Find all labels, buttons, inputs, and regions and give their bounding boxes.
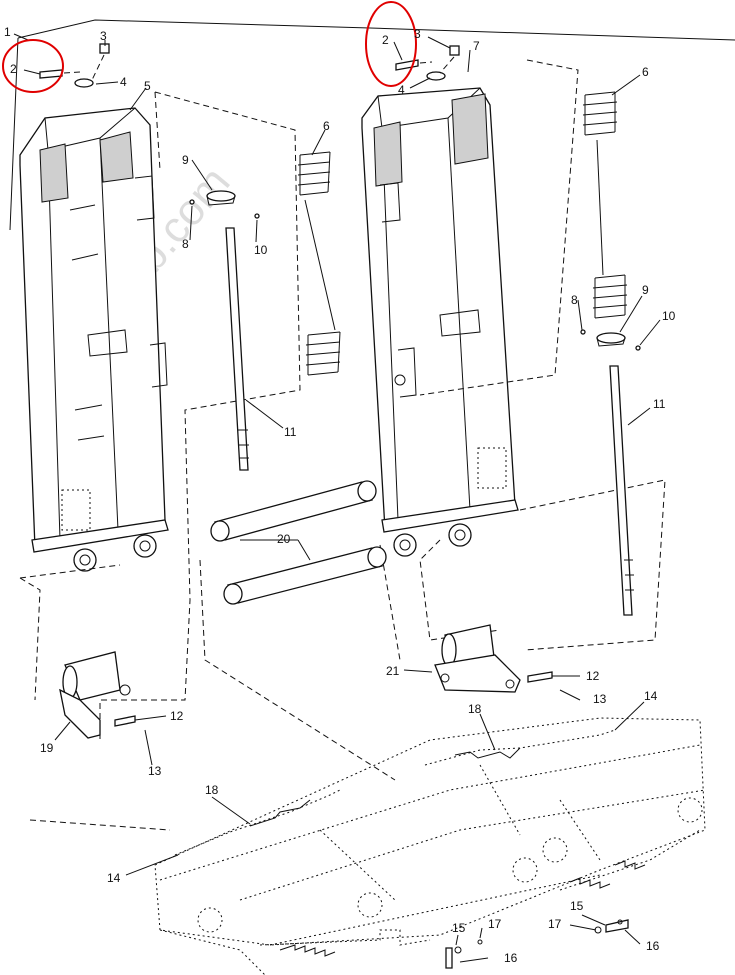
callout-3-right: 3 (414, 27, 421, 41)
left-spring (297, 151, 341, 376)
callout-18-right: 18 (468, 702, 482, 716)
callout-8-left: 8 (182, 237, 189, 251)
callout-16-right: 16 (646, 939, 660, 953)
callout-9-left: 9 (182, 153, 189, 167)
highlight-circle-left (2, 39, 64, 93)
right-guide-rod (580, 329, 641, 616)
callout-7: 7 (473, 39, 480, 53)
callout-9-right: 9 (642, 283, 649, 297)
callout-6-left: 6 (323, 119, 330, 133)
callout-17-right: 17 (548, 917, 562, 931)
callout-12-right: 12 (586, 669, 600, 683)
right-chain (424, 729, 616, 766)
callout-16-left: 16 (504, 951, 518, 965)
callout-18-left: 18 (205, 783, 219, 797)
callout-15-right: 15 (570, 899, 584, 913)
left-turnbuckle (249, 799, 311, 827)
left-guide-dashes (19, 91, 301, 831)
leader-lines (13, 33, 661, 963)
highlight-circle-right (365, 1, 417, 87)
callout-6-right: 6 (642, 65, 649, 79)
callout-4-left: 4 (120, 75, 127, 89)
callout-10-left: 10 (254, 243, 268, 257)
callout-21: 21 (386, 664, 400, 678)
callout-14-right: 14 (644, 689, 658, 703)
callout-13-left: 13 (148, 764, 162, 778)
callout-10-right: 10 (662, 309, 676, 323)
callout-11-right: 11 (653, 397, 666, 411)
callout-8-right: 8 (571, 293, 578, 307)
callout-17-left: 17 (488, 917, 502, 931)
lower-pins (445, 919, 629, 969)
callout-3-left: 3 (100, 29, 107, 43)
callout-13-right: 13 (593, 692, 607, 706)
assembly-outline-line (9, 19, 735, 231)
callout-2-left: 2 (10, 62, 17, 76)
left-lift-column (19, 107, 169, 572)
rollers (210, 480, 387, 605)
left-bracket (59, 651, 136, 739)
callout-19: 19 (40, 741, 54, 755)
left-top-hardware (39, 43, 110, 88)
callout-14-left: 14 (107, 871, 121, 885)
callout-labels: 1 2 3 4 5 6 9 8 10 11 20 12 19 13 2 3 7 … (4, 25, 676, 965)
callout-20: 20 (277, 532, 291, 546)
right-top-hardware (395, 45, 460, 81)
callout-4-right: 4 (398, 83, 405, 97)
callout-15-left: 15 (452, 921, 466, 935)
right-turnbuckle (454, 747, 521, 759)
callout-2-right: 2 (382, 33, 389, 47)
right-spring (582, 91, 628, 319)
right-lift-column (361, 87, 519, 557)
left-guide-rod (189, 190, 260, 471)
callout-11-left: 11 (284, 425, 297, 439)
callout-1: 1 (4, 25, 11, 39)
right-guide-dashes (199, 59, 666, 781)
callout-12-left: 12 (170, 709, 184, 723)
callout-5: 5 (144, 79, 151, 93)
left-chain (174, 789, 341, 856)
right-bracket (434, 624, 553, 693)
base-carriage (154, 717, 706, 975)
